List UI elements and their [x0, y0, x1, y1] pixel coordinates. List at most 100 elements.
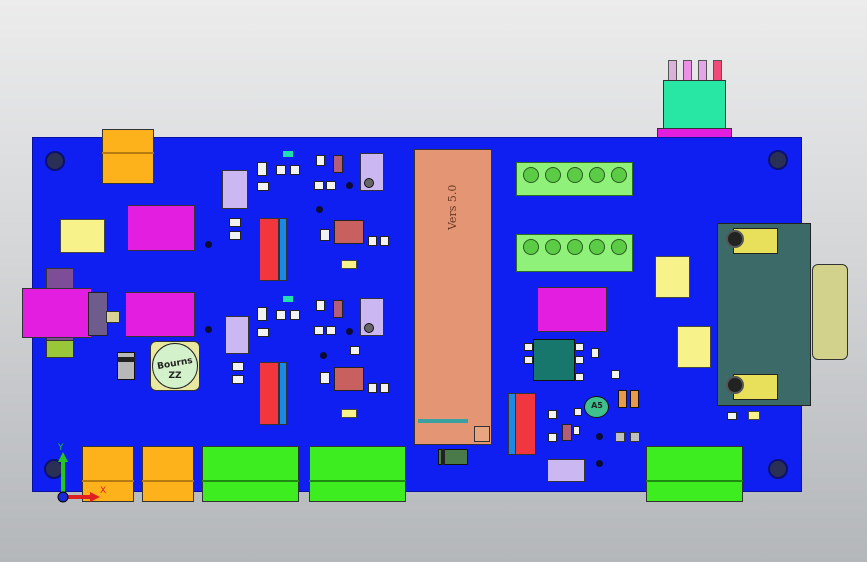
via [596, 460, 603, 467]
origin-sphere-icon [57, 491, 69, 503]
usb-connector-seam [102, 152, 154, 154]
capacitor-red-top-stripe [279, 218, 287, 281]
jumper-pin [630, 432, 640, 442]
diode-small [618, 390, 627, 408]
diode-left-band [117, 357, 135, 362]
smd-capacitor [368, 383, 377, 393]
smd-led-top [341, 260, 357, 269]
terminal-screw [589, 239, 605, 255]
diode-center-band [441, 449, 445, 465]
barrel-jack [22, 288, 92, 338]
smd-resistor [320, 372, 330, 384]
terminal-screw [523, 239, 539, 255]
smd-led [283, 296, 293, 302]
smd-resistor [575, 356, 584, 364]
terminal-screw [545, 167, 561, 183]
smd-resistor [573, 426, 580, 435]
smd-resistor [575, 373, 584, 381]
mounting-hole-bottom-right [768, 459, 788, 479]
smd-resistor [257, 307, 267, 321]
smd-resistor [574, 408, 582, 416]
fuse-holder-right-top [655, 256, 690, 298]
dsub-screw-bottom-head [726, 376, 744, 394]
trimmer-right [547, 459, 585, 482]
via [205, 241, 212, 248]
connector-seam [646, 480, 743, 482]
smd-capacitor [257, 328, 269, 337]
smd-capacitor [290, 165, 300, 175]
dsub-screw-top-head [726, 230, 744, 248]
y-axis-label: Y [57, 443, 64, 453]
smd-capacitor [368, 236, 377, 246]
diode-center [438, 449, 468, 465]
inductor [152, 343, 198, 389]
barrel-jack-sleeve [88, 292, 108, 336]
connector-seam [202, 480, 299, 482]
terminal-screw [611, 167, 627, 183]
relay-module-label: Vers 5.0 [446, 184, 459, 230]
capacitor-red-right [515, 393, 536, 455]
mounting-hole-top-right [768, 150, 788, 170]
smd-resistor [316, 155, 325, 166]
relay-module [414, 149, 492, 445]
smd-capacitor [314, 326, 324, 335]
x-axis-label: X [100, 486, 106, 496]
crystal-bottom [225, 316, 249, 354]
relay-left-top [127, 205, 195, 251]
capacitor-red-bottom-stripe [279, 362, 287, 425]
smd-capacitor [290, 310, 300, 320]
capacitor-red-top [259, 218, 279, 281]
barrel-jack-tab [46, 340, 74, 358]
terminal-screw [567, 239, 583, 255]
connector-bottom-green-1 [202, 446, 299, 502]
capacitor-red-bottom [259, 362, 279, 425]
x-axis-arrow-icon [63, 492, 100, 502]
usb-connector [102, 129, 154, 184]
smd-resistor [727, 412, 737, 420]
smd-capacitor [276, 310, 286, 320]
smd-led [283, 151, 293, 157]
smd-capacitor [611, 370, 620, 379]
smd-resistor [575, 343, 584, 351]
jumper-pin [615, 432, 625, 442]
connector-bottom-yellow-2 [142, 446, 194, 502]
smd-capacitor [548, 410, 557, 419]
smd-resistor [232, 362, 244, 371]
smd-resistor [350, 346, 360, 355]
inductor-label-bottom: ZZ [168, 371, 182, 381]
via [316, 206, 323, 213]
mounting-hole-top-left [45, 151, 65, 171]
terminal-screw [523, 167, 539, 183]
smd-resistor [232, 375, 244, 384]
via [320, 352, 327, 359]
trimmer-bottom-knob [364, 323, 374, 333]
dsub-connector-body [812, 264, 848, 360]
smd-resistor [316, 300, 325, 311]
smd-capacitor [548, 433, 557, 442]
sot-transistor [333, 300, 343, 318]
smd-resistor [591, 348, 599, 358]
relay-right [537, 287, 607, 332]
ic-soic-top [334, 220, 364, 244]
smd-resistor [229, 231, 241, 240]
smd-capacitor [276, 165, 286, 175]
ic-regulator [584, 396, 609, 418]
via [205, 326, 212, 333]
sot-transistor [333, 155, 343, 173]
via [596, 433, 603, 440]
relay-left-bottom [125, 292, 195, 337]
relay-module-pad [474, 426, 490, 442]
capacitor-red-right-stripe [508, 393, 516, 455]
connector-bottom-green-2 [309, 446, 406, 502]
trimmer-top-knob [364, 178, 374, 188]
smd-resistor [229, 218, 241, 227]
crystal-top [222, 170, 248, 209]
smd-capacitor [314, 181, 324, 190]
smd-led-bottom [341, 409, 357, 418]
smd-resistor [524, 356, 533, 364]
terminal-screw [611, 239, 627, 255]
smd-capacitor [380, 383, 389, 393]
smd-capacitor [257, 182, 269, 191]
fuse-holder-left [60, 219, 105, 253]
smd-capacitor [326, 326, 336, 335]
